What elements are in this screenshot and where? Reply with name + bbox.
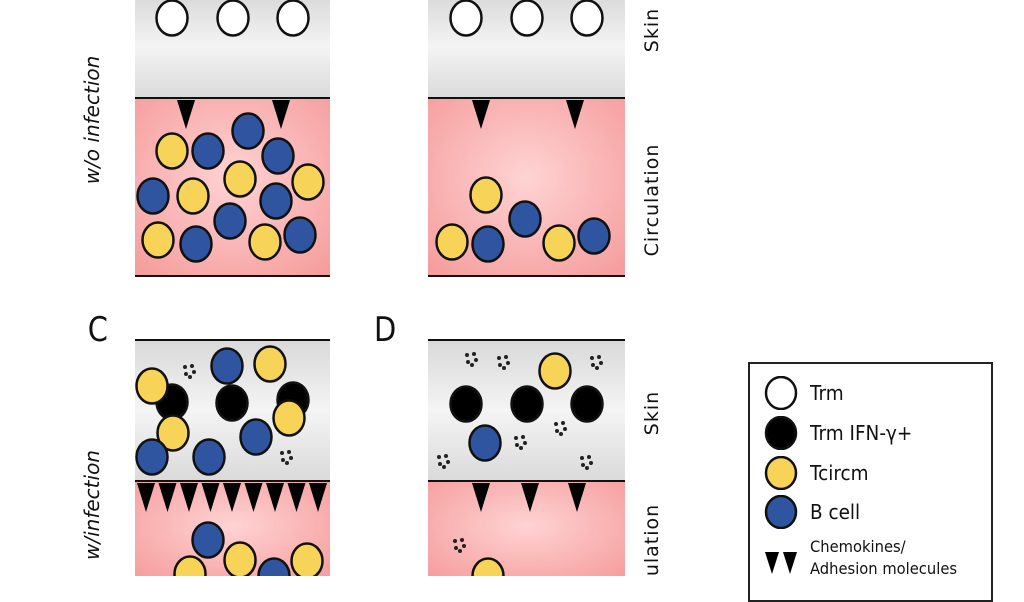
trm-cell-icon	[764, 376, 798, 410]
b-cell	[259, 182, 293, 220]
chemokine-triangle	[137, 483, 155, 512]
label-skin-bottom: Skin	[641, 390, 663, 436]
trm-cell	[570, 0, 604, 37]
tcircm-cell-icon	[764, 456, 798, 490]
chemokine-triangle	[309, 483, 327, 512]
tcircm-cell	[248, 223, 282, 261]
tcircm-cell	[272, 399, 306, 437]
chemokine-triangle	[158, 483, 177, 512]
trm-cell	[216, 0, 250, 37]
label-circulation-bottom: ulation	[641, 503, 663, 577]
diagram-canvas	[135, 0, 625, 595]
row-label-with-infection: w/infection	[80, 450, 104, 560]
legend-item-b-cell: B cell	[764, 495, 865, 529]
b-cell	[471, 225, 505, 263]
b-cell	[192, 438, 226, 476]
b-cell	[577, 217, 611, 255]
legend-label-tcircm: Tcircm	[810, 461, 869, 485]
chemokine-triangle	[180, 483, 198, 512]
chemokine-triangle	[566, 100, 584, 129]
immune-cell-diagram: w/o infection w/infection C D Skin Circu…	[80, 0, 993, 602]
chemokine-triangle	[244, 483, 263, 512]
chemokine-triangle	[568, 483, 586, 512]
panel-letter-c: C	[87, 310, 108, 350]
trm-cell	[276, 0, 310, 37]
legend-label-adhesion: Adhesion molecules	[810, 559, 958, 578]
tcircm-cell	[155, 132, 189, 170]
trm-ifn-cell	[510, 385, 544, 423]
chemokine-triangle	[521, 483, 539, 512]
trm-ifn-cell	[449, 385, 483, 423]
tcircm-cell	[176, 177, 210, 215]
panel-letter-d: D	[373, 310, 397, 350]
legend-label-trm: Trm	[810, 381, 844, 405]
legend-label-b-cell: B cell	[810, 500, 861, 524]
b-cell	[213, 202, 247, 240]
chemokine-triangle	[223, 483, 241, 512]
chemokine-triangle	[201, 483, 220, 512]
legend: Trm Trm IFN-γ+ Tcircm B cell Chemokines/…	[748, 362, 993, 602]
legend-label-chemokines: Chemokines/	[810, 537, 906, 556]
b-cell	[179, 225, 213, 263]
tcircm-cell	[542, 224, 576, 262]
tcircm-cell	[538, 352, 572, 390]
trm-cell	[155, 0, 189, 37]
tcircm-cell	[290, 542, 324, 580]
trm-cell	[449, 0, 483, 37]
chemokine-triangle	[266, 483, 284, 512]
b-cell	[191, 521, 225, 559]
legend-item-tcircm: Tcircm	[764, 456, 874, 490]
tcircm-cell	[135, 367, 169, 405]
tcircm-cell	[469, 176, 503, 214]
trm-ifn-cell	[215, 384, 249, 422]
legend-item-trm: Trm	[764, 376, 847, 410]
tcircm-cell	[291, 163, 325, 201]
legend-item-chemokines: Chemokines/ Adhesion molecules	[764, 536, 970, 580]
trm-cell	[510, 0, 544, 37]
b-cell	[135, 438, 169, 476]
label-skin-top: Skin	[641, 7, 663, 53]
row-label-without-infection: w/o infection	[80, 55, 104, 185]
chemokine-triangle	[472, 100, 490, 129]
tcircm-cell	[223, 541, 257, 579]
tcircm-cell	[141, 221, 175, 259]
b-cell-icon	[764, 495, 798, 529]
chemokine-triangle	[472, 483, 490, 512]
b-cell	[191, 132, 225, 170]
tcircm-cell	[435, 223, 469, 261]
b-cell	[210, 347, 244, 385]
b-cell	[468, 424, 502, 462]
b-cell	[508, 200, 542, 238]
b-cell	[261, 137, 295, 175]
chemokine-triangle-icon	[765, 552, 797, 574]
legend-label-trm-ifn: Trm IFN-γ+	[810, 421, 913, 445]
tcircm-cell	[253, 345, 287, 383]
trm-ifn-cell-icon	[764, 416, 798, 450]
label-circulation-top: Circulation	[641, 143, 663, 257]
b-cell	[231, 112, 265, 150]
tcircm-cell	[223, 160, 257, 198]
legend-item-trm-ifn: Trm IFN-γ+	[764, 416, 921, 450]
chemokine-triangle	[287, 483, 306, 512]
chemokine-triangle	[272, 100, 290, 129]
trm-ifn-cell	[570, 385, 604, 423]
b-cell	[136, 177, 170, 215]
b-cell	[283, 216, 317, 254]
b-cell	[239, 418, 273, 456]
chemokine-triangle	[177, 100, 195, 129]
tcircm-cell	[156, 414, 190, 452]
